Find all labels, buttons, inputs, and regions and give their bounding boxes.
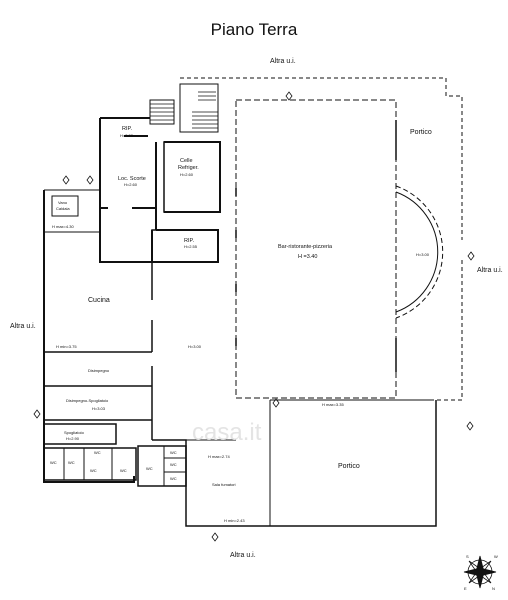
label-disimpegno: Disimpegno bbox=[88, 368, 110, 373]
watermark: casa.it bbox=[192, 419, 262, 446]
label-loc-scorte: Loc. Scorte bbox=[118, 176, 146, 182]
celle-room bbox=[163, 141, 221, 213]
label-celle: Celle bbox=[180, 158, 193, 164]
label-rip2-h: H=2.55 bbox=[184, 244, 198, 249]
stair-top-right bbox=[179, 83, 219, 133]
label-portico-top: Portico bbox=[410, 129, 432, 136]
label-wc-7: WC bbox=[170, 450, 177, 455]
wc-block-partitions bbox=[163, 446, 186, 486]
compass-n: N bbox=[492, 586, 495, 591]
wc-block-right bbox=[137, 445, 187, 487]
label-altra-left: Altra u.i. bbox=[10, 323, 36, 330]
label-hmax-430: H max=4.30 bbox=[52, 224, 74, 229]
cucina-bottom-wall bbox=[44, 351, 152, 421]
label-altra-bottom: Altra u.i. bbox=[230, 552, 256, 559]
label-wc-1: WC bbox=[50, 460, 57, 465]
compass-e: E bbox=[464, 586, 467, 591]
label-hmin-243: H min=2.43 bbox=[224, 518, 245, 523]
wc-partitions bbox=[63, 448, 113, 480]
stair-treads bbox=[150, 91, 218, 129]
label-loc-scorte-h: H=2.60 bbox=[124, 182, 138, 187]
top-dashed-boundary bbox=[180, 77, 463, 240]
label-wc-3: WC bbox=[94, 450, 101, 455]
label-celle-h: H=2.60 bbox=[180, 172, 194, 177]
label-portico-bottom: Portico bbox=[338, 463, 360, 470]
label-cucina: Cucina bbox=[88, 297, 110, 304]
opening-marks bbox=[43, 120, 397, 380]
label-wc-2: WC bbox=[68, 460, 75, 465]
service-block-walls bbox=[99, 117, 221, 263]
sala-fumatori-walls bbox=[186, 400, 271, 526]
label-wc-5: WC bbox=[120, 468, 127, 473]
bar-hall-outline bbox=[235, 99, 397, 399]
compass-rose bbox=[463, 555, 497, 589]
label-altra-top: Altra u.i. bbox=[270, 58, 296, 65]
label-dis-spogliatoio-h: H=3.03 bbox=[92, 406, 106, 411]
label-rip1: RIP. bbox=[122, 126, 132, 132]
label-bar: Bar-ristorante-pizzeria bbox=[278, 244, 333, 250]
right-dashed-boundary bbox=[432, 260, 463, 401]
vano-caldaia bbox=[51, 195, 79, 217]
compass-w: W bbox=[494, 554, 498, 559]
service-lower-wall bbox=[152, 400, 437, 527]
label-h300-right: H=3.00 bbox=[416, 252, 430, 257]
bay-semicircle bbox=[395, 185, 444, 319]
label-wc-9: WC bbox=[170, 476, 177, 481]
label-dis-spogliatoio: Disimpegno-Spogliatoio bbox=[66, 398, 109, 403]
compass-s: S bbox=[466, 554, 469, 559]
label-bar-h: H =3.40 bbox=[298, 254, 317, 260]
label-hmin-375: H min=3.75 bbox=[56, 344, 77, 349]
label-spogliatoio-h: H=2.90 bbox=[66, 436, 80, 441]
wc-row bbox=[43, 447, 137, 481]
label-wc-4: WC bbox=[90, 468, 97, 473]
label-spogliatoio: Spogliatoio bbox=[64, 430, 85, 435]
label-wc-6: WC bbox=[146, 466, 153, 471]
label-rip1-h: H=3.32 bbox=[120, 133, 134, 138]
bay-semicircle-inner bbox=[395, 191, 439, 313]
label-caldaia: Caldaia bbox=[56, 206, 70, 211]
rip-room bbox=[151, 229, 219, 263]
label-hmax-274: H max=2.74 bbox=[208, 454, 230, 459]
label-h300-mid: H=3.00 bbox=[188, 344, 202, 349]
label-altra-right: Altra u.i. bbox=[477, 267, 503, 274]
left-outer-wall bbox=[43, 190, 135, 483]
label-sala-fumatori: Sala fumatori bbox=[212, 482, 236, 487]
spogliatoio-room bbox=[43, 423, 117, 445]
label-wc-8: WC bbox=[170, 462, 177, 467]
label-hmax-335: H max=3.35 bbox=[322, 402, 344, 407]
plan-title: Piano Terra bbox=[210, 20, 298, 39]
label-rip2: RIP. bbox=[184, 238, 194, 244]
level-diamonds bbox=[33, 91, 475, 542]
left-top-wall bbox=[44, 189, 100, 233]
label-refriger: Refriger. bbox=[178, 165, 199, 171]
label-vano: Vano bbox=[58, 200, 68, 205]
